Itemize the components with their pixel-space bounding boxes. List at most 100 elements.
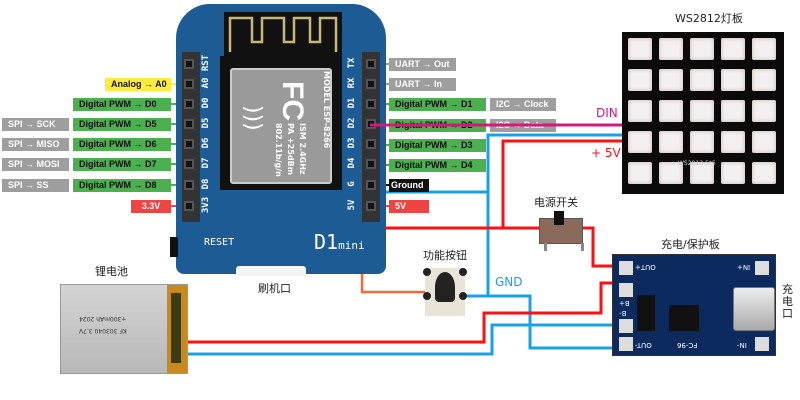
pin-name: TX (347, 57, 357, 69)
label-i2c-data: I2C → Data (490, 119, 556, 132)
button-cap[interactable] (435, 272, 455, 302)
label-digital-d1: Digital PWM → D1 (389, 98, 486, 111)
label-digital-d5: Digital PWM → D5 (73, 118, 171, 131)
pin-name: D5 (201, 117, 211, 129)
header-pin-rst (184, 59, 194, 69)
ws2812-led (659, 69, 683, 91)
battery-print-2: KF 303040 3.7V (79, 327, 127, 334)
pad-out-plus (619, 261, 633, 275)
button-corner (459, 292, 467, 300)
label-ground: Ground (389, 179, 429, 192)
ws2812-matrix: WS2812-5*5 (622, 32, 784, 194)
label-uart-in: UART → In (389, 78, 456, 91)
usb-port[interactable] (236, 266, 306, 276)
module-ism: ISM 2.4GHz (298, 123, 307, 175)
pad-in-plus (755, 261, 769, 275)
plus5v-label: + 5V (591, 146, 621, 160)
charger-silk: FC-96 (677, 341, 698, 349)
board-name: D1mini (314, 230, 365, 254)
ws2812-led (752, 131, 776, 153)
pin-name: D4 (347, 157, 357, 169)
pin-name: D2 (347, 117, 357, 129)
pad-in-minus (755, 337, 769, 351)
pad-in-plus-label: IN+ (737, 263, 751, 271)
label-spi-mosi: SPI → MOSI (2, 158, 69, 171)
label-spi-sck: SPI → SCK (2, 118, 69, 131)
pad-out-minus (619, 337, 633, 351)
header-pin-d0 (184, 99, 194, 109)
fc-logo: FC (276, 81, 309, 121)
label-3v3: 3.3V (131, 200, 171, 213)
header-pin-d7 (184, 159, 194, 169)
header-pin-d2 (366, 119, 376, 129)
pin-name: RST (201, 54, 211, 72)
module-shield: FC MODEL ESP-8266 ISM 2.4GHz PA +25dBm 8… (230, 68, 332, 184)
pcb-antenna-trace (228, 16, 338, 52)
battery-label: 锂电池 (95, 265, 128, 278)
ws2812-led (659, 38, 683, 60)
pin-name: D8 (201, 178, 211, 190)
wifi-icon: ))) (240, 105, 265, 131)
header-pin-a0 (184, 79, 194, 89)
charger-label: 充电/保护板 (661, 238, 720, 251)
button-corner (423, 268, 431, 276)
ws2812-led (659, 162, 683, 184)
ws2812-led (690, 162, 714, 184)
ws2812-led (721, 131, 745, 153)
header-pin-tx (366, 59, 376, 69)
lipo-battery: +300mAh 2024 KF 303040 3.7V (60, 284, 188, 374)
module-pa: PA +25dBm (286, 123, 295, 176)
ws2812-led (690, 131, 714, 153)
battery-pcm (167, 285, 187, 373)
ws2812-led (690, 100, 714, 122)
gnd-label: GND (495, 275, 523, 289)
label-digital-d0: Digital PWM → D0 (73, 98, 171, 111)
label-digital-d4: Digital PWM → D4 (389, 159, 486, 172)
board-name-main: D1 (314, 230, 339, 254)
function-button[interactable] (423, 268, 467, 316)
d1-mini-board: FC MODEL ESP-8266 ISM 2.4GHz PA +25dBm 8… (170, 4, 386, 276)
header-pin-d4 (366, 159, 376, 169)
pin-name: A0 (201, 77, 211, 89)
pin-name: D0 (201, 97, 211, 109)
pad-in-minus-label: IN- (737, 341, 747, 349)
wire-battery-plus (186, 281, 614, 344)
header-pin-d3 (366, 139, 376, 149)
board-name-sub: mini (338, 239, 365, 252)
header-pin-3v3 (184, 201, 194, 211)
micro-usb-port[interactable] (733, 287, 775, 331)
pin-name: D3 (347, 137, 357, 149)
ws2812-led (628, 131, 652, 153)
ws2812-led (721, 38, 745, 60)
battery-print-1: +300mAh 2024 (79, 315, 127, 322)
reset-button-pad[interactable] (170, 237, 178, 257)
pin-name: D7 (201, 157, 211, 169)
wire-switch-out (580, 226, 614, 268)
label-digital-d2: Digital PWM → D2 (389, 119, 486, 132)
header-pin-d8 (184, 180, 194, 190)
ws2812-led (752, 162, 776, 184)
header-pin-5v (366, 201, 376, 211)
esp8266-module: FC MODEL ESP-8266 ISM 2.4GHz PA +25dBm 8… (220, 56, 342, 190)
power-switch[interactable] (539, 211, 584, 251)
pad-out-plus-label: OUT+ (635, 263, 656, 271)
wire-gnd-charger (486, 192, 612, 350)
right-header (362, 52, 380, 222)
pin-name: D6 (201, 137, 211, 149)
ws2812-led (659, 131, 683, 153)
pad-b-minus (619, 319, 633, 333)
label-i2c-clock: I2C → Clock (490, 98, 556, 111)
header-pin-d6 (184, 139, 194, 149)
ws2812-led (752, 38, 776, 60)
matrix-silk-label: WS2812-5*5 (678, 160, 716, 167)
pin-name: G (347, 181, 357, 187)
switch-slider[interactable] (554, 211, 564, 225)
header-pin-rx (366, 79, 376, 89)
charger-board: OUT+ B+ B- OUT- IN+ IN- FC-96 (612, 254, 776, 356)
label-uart-out: UART → Out (389, 58, 456, 71)
ws2812-led (628, 38, 652, 60)
ws2812-led (659, 100, 683, 122)
power-switch-label: 电源开关 (534, 196, 578, 209)
ws2812-led (752, 69, 776, 91)
usb-caption: 刷机口 (258, 282, 291, 295)
